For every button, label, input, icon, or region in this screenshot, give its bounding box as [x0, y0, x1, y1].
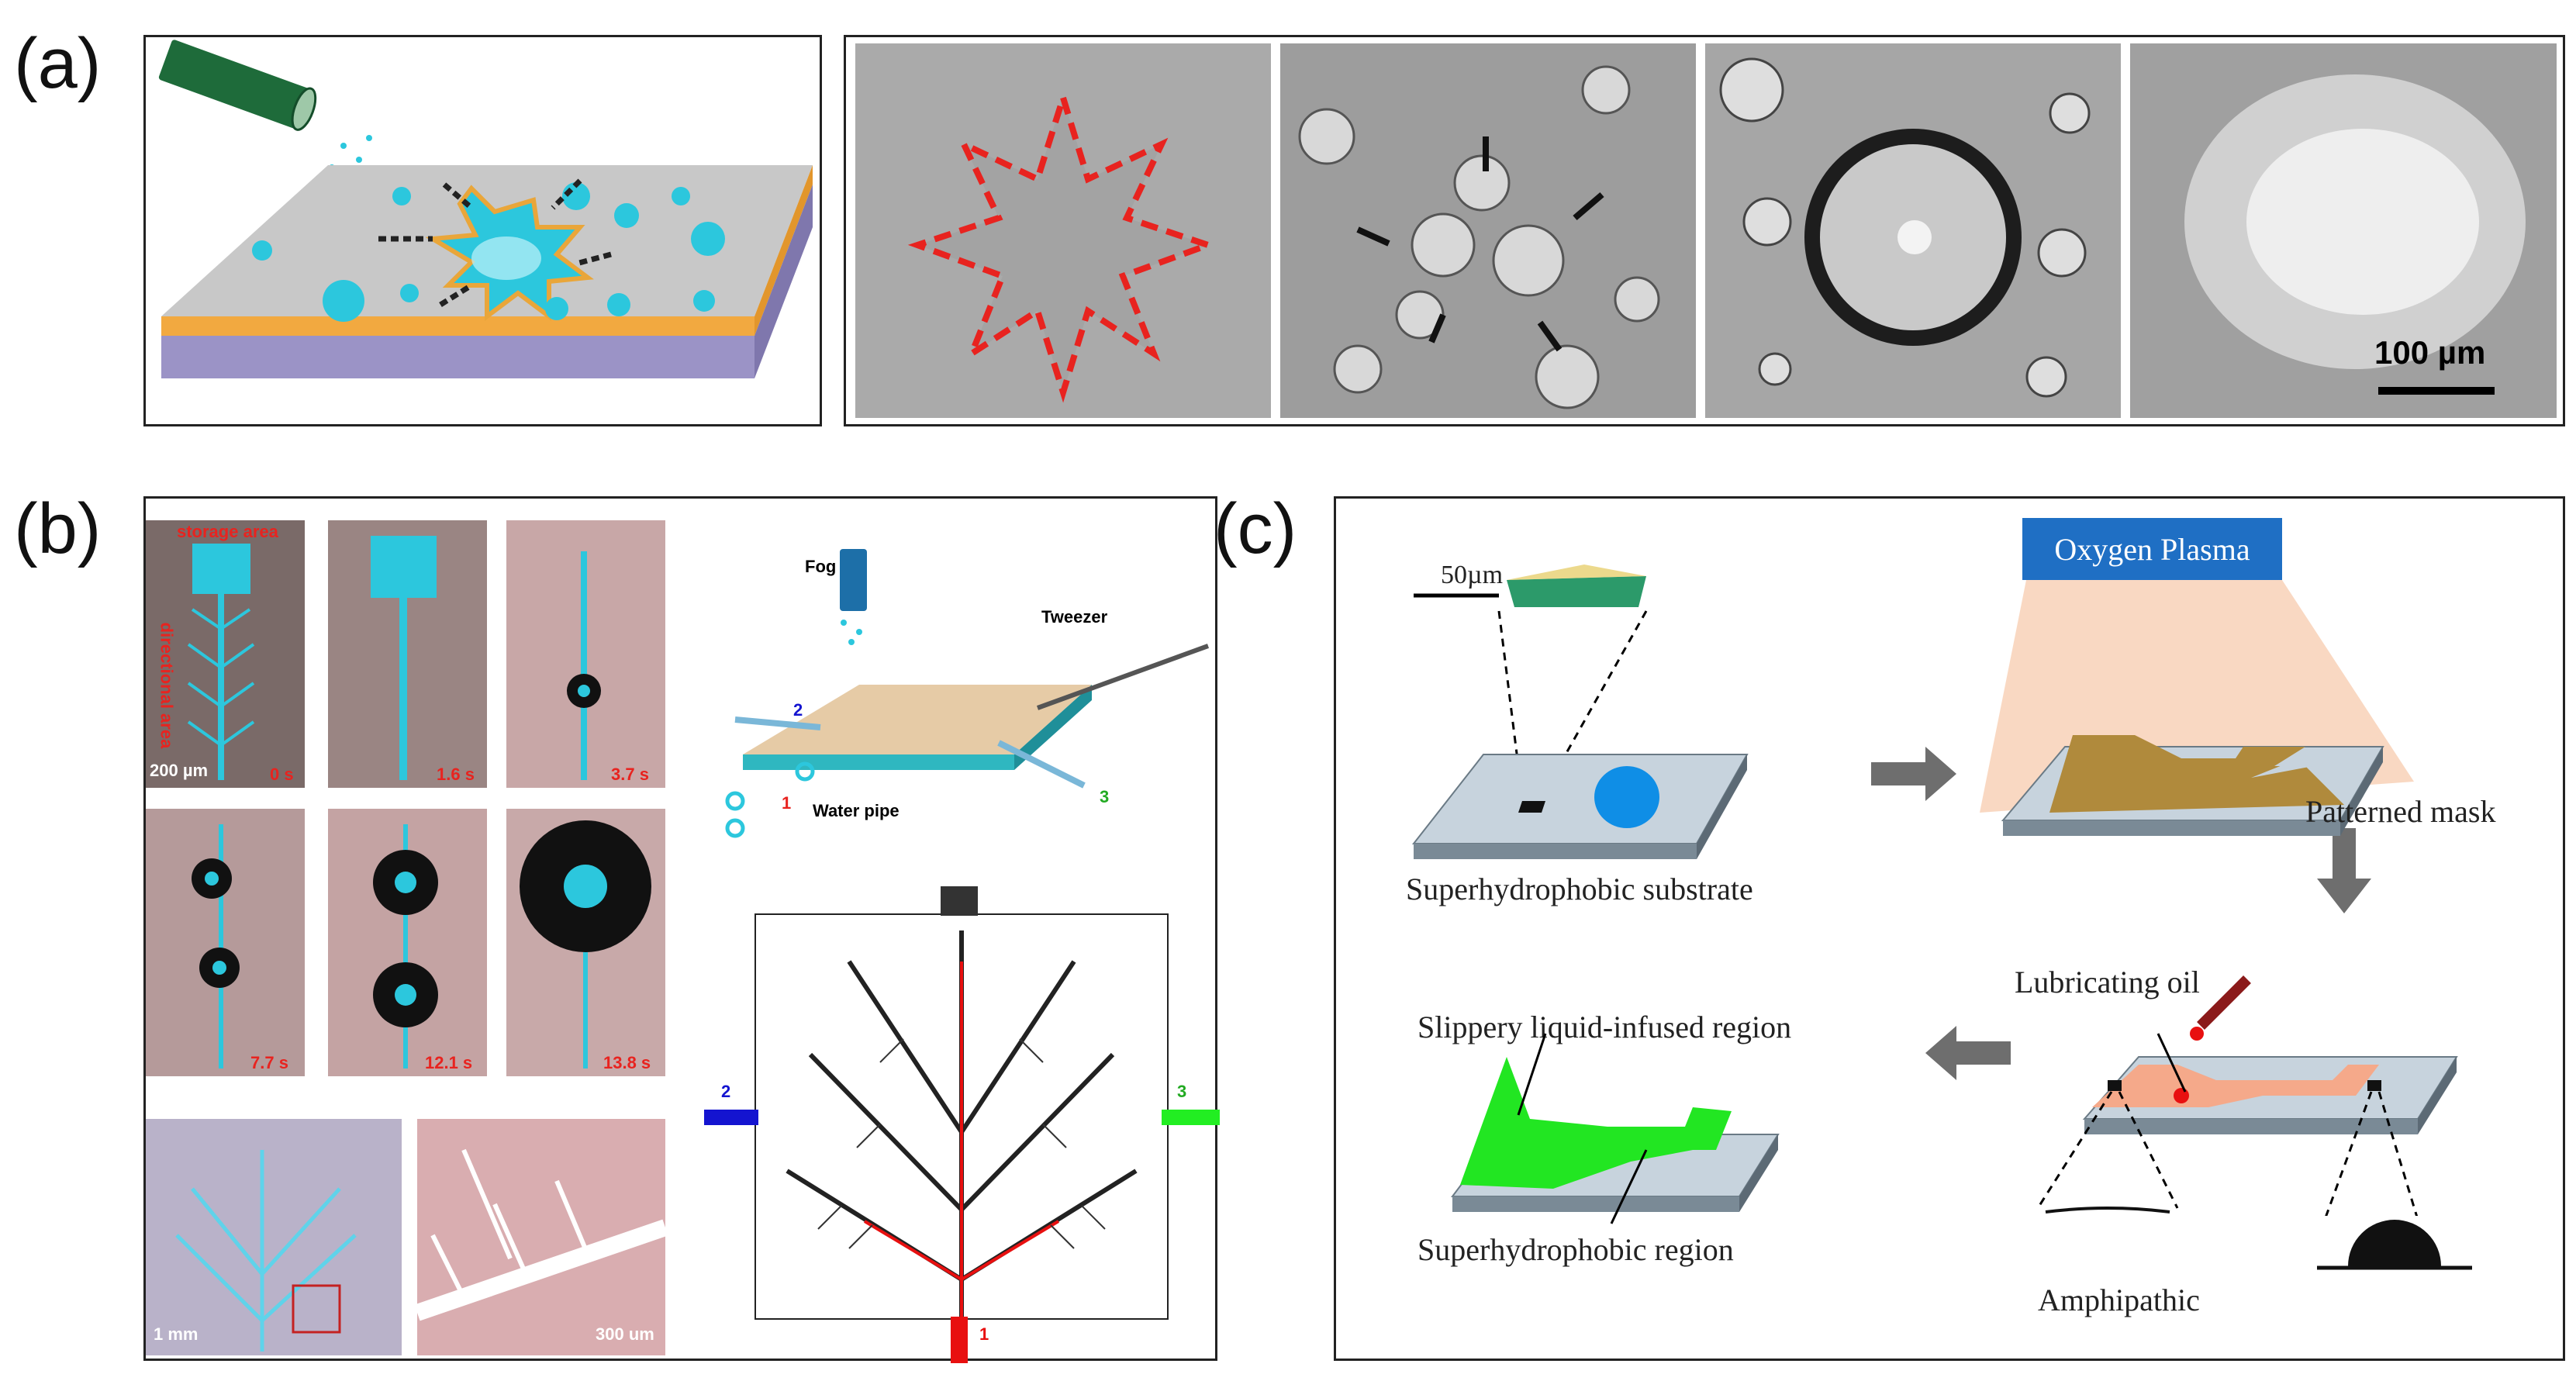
b-micro-5: 12.1 s — [328, 809, 487, 1076]
b-micro-4: 7.7 s — [146, 809, 305, 1076]
tree-port-label-3: 3 — [1177, 1082, 1187, 1101]
label-water-pipe: Water pipe — [813, 801, 900, 820]
droplets-pattern-2 — [192, 824, 240, 1069]
b-micro-1: storage area directional area 200 µm 0 s — [146, 520, 305, 788]
merged-droplet — [520, 820, 651, 1069]
label-amphipathic: Amphipathic — [2038, 1283, 2200, 1317]
panel-label-c: (c) — [1214, 489, 1297, 568]
tree-port-right — [1162, 1110, 1220, 1125]
label-t3: 7.7 s — [250, 1053, 288, 1072]
tree-port-left — [704, 1110, 758, 1125]
step1-substrate — [1411, 564, 1749, 859]
large-droplets — [373, 824, 438, 1069]
oxygen-plasma-box: Oxygen Plasma — [2022, 518, 2282, 580]
fog-collection-schematic — [725, 549, 1210, 838]
label-1mm: 1 mm — [154, 1324, 199, 1344]
label-superhydrophobic-region: Superhydrophobic region — [1417, 1232, 1734, 1267]
cyan-tree — [175, 1150, 357, 1352]
droplets-pattern — [567, 551, 601, 780]
b-tree-photo: 1 mm — [146, 1119, 402, 1355]
tree-port-bottom — [951, 1317, 968, 1363]
step2-plasma — [1980, 580, 2414, 836]
label-pipe-1: 1 — [782, 793, 792, 813]
panel-a-schematic — [143, 35, 822, 426]
panel-label-a: (a) — [14, 24, 102, 103]
label-storage-area: storage area — [177, 522, 278, 541]
panel-b: storage area directional area 200 µm 0 s… — [143, 496, 1220, 1363]
spreading-droplet — [1719, 57, 2091, 398]
label-t5: 13.8 s — [603, 1053, 651, 1072]
label-lubricating-oil: Lubricating oil — [2015, 965, 2200, 999]
label-pipe-3: 3 — [1100, 787, 1110, 806]
label-300um: 300 um — [596, 1324, 654, 1344]
label-tweezer: Tweezer — [1041, 607, 1108, 627]
b-micro-2: 1.6 s — [328, 520, 487, 788]
label-directional-area: directional area — [157, 622, 177, 749]
label-superhydrophobic-substrate: Superhydrophobic substrate — [1406, 872, 1753, 906]
label-t4: 12.1 s — [425, 1053, 473, 1072]
micrograph-4: 100 µm — [2130, 43, 2557, 418]
fractal-tree — [786, 930, 1138, 1318]
label-slippery-region: Slippery liquid-infused region — [1417, 1010, 1792, 1044]
tree-port-top — [941, 886, 978, 916]
fog-deposition-illustration — [158, 40, 813, 378]
b-micro-6: 13.8 s — [506, 809, 665, 1076]
step4-slippery — [1451, 1033, 1780, 1224]
micrograph-1 — [855, 43, 1271, 418]
label-t0: 0 s — [270, 765, 294, 784]
tree-port-label-1: 1 — [979, 1324, 989, 1344]
merged-film — [2184, 74, 2526, 395]
storage-pattern — [187, 544, 255, 780]
droplet-cluster — [1298, 65, 1660, 409]
panel-a-micrographs: 100 µm — [844, 35, 2565, 426]
label-t1: 1.6 s — [437, 765, 475, 784]
label-200um: 200 µm — [150, 761, 209, 780]
scale-bar-label: 100 µm — [2374, 334, 2486, 371]
zoomed-branches — [417, 1148, 665, 1321]
micrograph-3 — [1705, 43, 2121, 418]
label-fog: Fog — [805, 557, 837, 576]
flow-arrows — [1871, 747, 2371, 1080]
step3-lubricating — [2036, 975, 2472, 1270]
panel-label-b: (b) — [14, 489, 102, 568]
label-50um: 50µm — [1441, 561, 1504, 589]
panel-c: 50µm Superhydrophobic substrate Oxygen P… — [1334, 496, 2565, 1361]
star-outline — [907, 87, 1218, 403]
label-pipe-2: 2 — [793, 700, 803, 720]
b-micro-3: 3.7 s — [506, 520, 665, 788]
label-patterned-mask: Patterned mask — [2305, 794, 2496, 829]
fractal-tree-frame — [754, 913, 1169, 1320]
filled-pattern — [371, 536, 437, 780]
tree-port-label-2: 2 — [721, 1082, 731, 1101]
label-t2: 3.7 s — [611, 765, 649, 784]
b-zoom-photo: 300 um — [417, 1119, 665, 1355]
micrograph-2 — [1280, 43, 1696, 418]
